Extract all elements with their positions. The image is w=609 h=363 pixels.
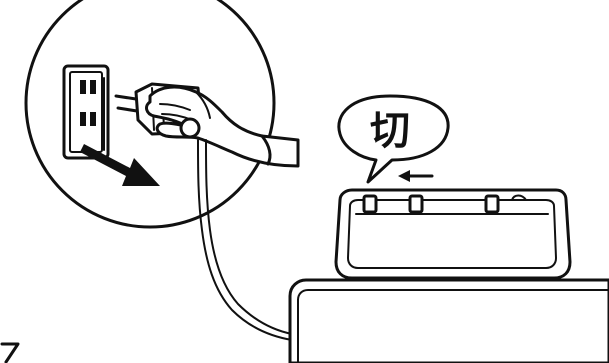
lower-socket (80, 112, 96, 126)
appliance-handle (334, 188, 572, 280)
wall-outlet (62, 64, 110, 160)
upper-socket (80, 80, 96, 94)
plug-prongs (114, 94, 139, 113)
power-cord (197, 139, 293, 341)
appliance-base (288, 278, 609, 363)
thick-arrow-down-right-icon (80, 144, 160, 186)
appliance (288, 188, 609, 363)
arrow-left-icon (398, 170, 434, 182)
hand (145, 85, 300, 168)
speech-bubble-text: 切 (370, 108, 410, 154)
speech-bubble: 切 (337, 94, 450, 184)
detail-magnifier-circle (24, 0, 276, 229)
corner-mark (0, 342, 20, 363)
